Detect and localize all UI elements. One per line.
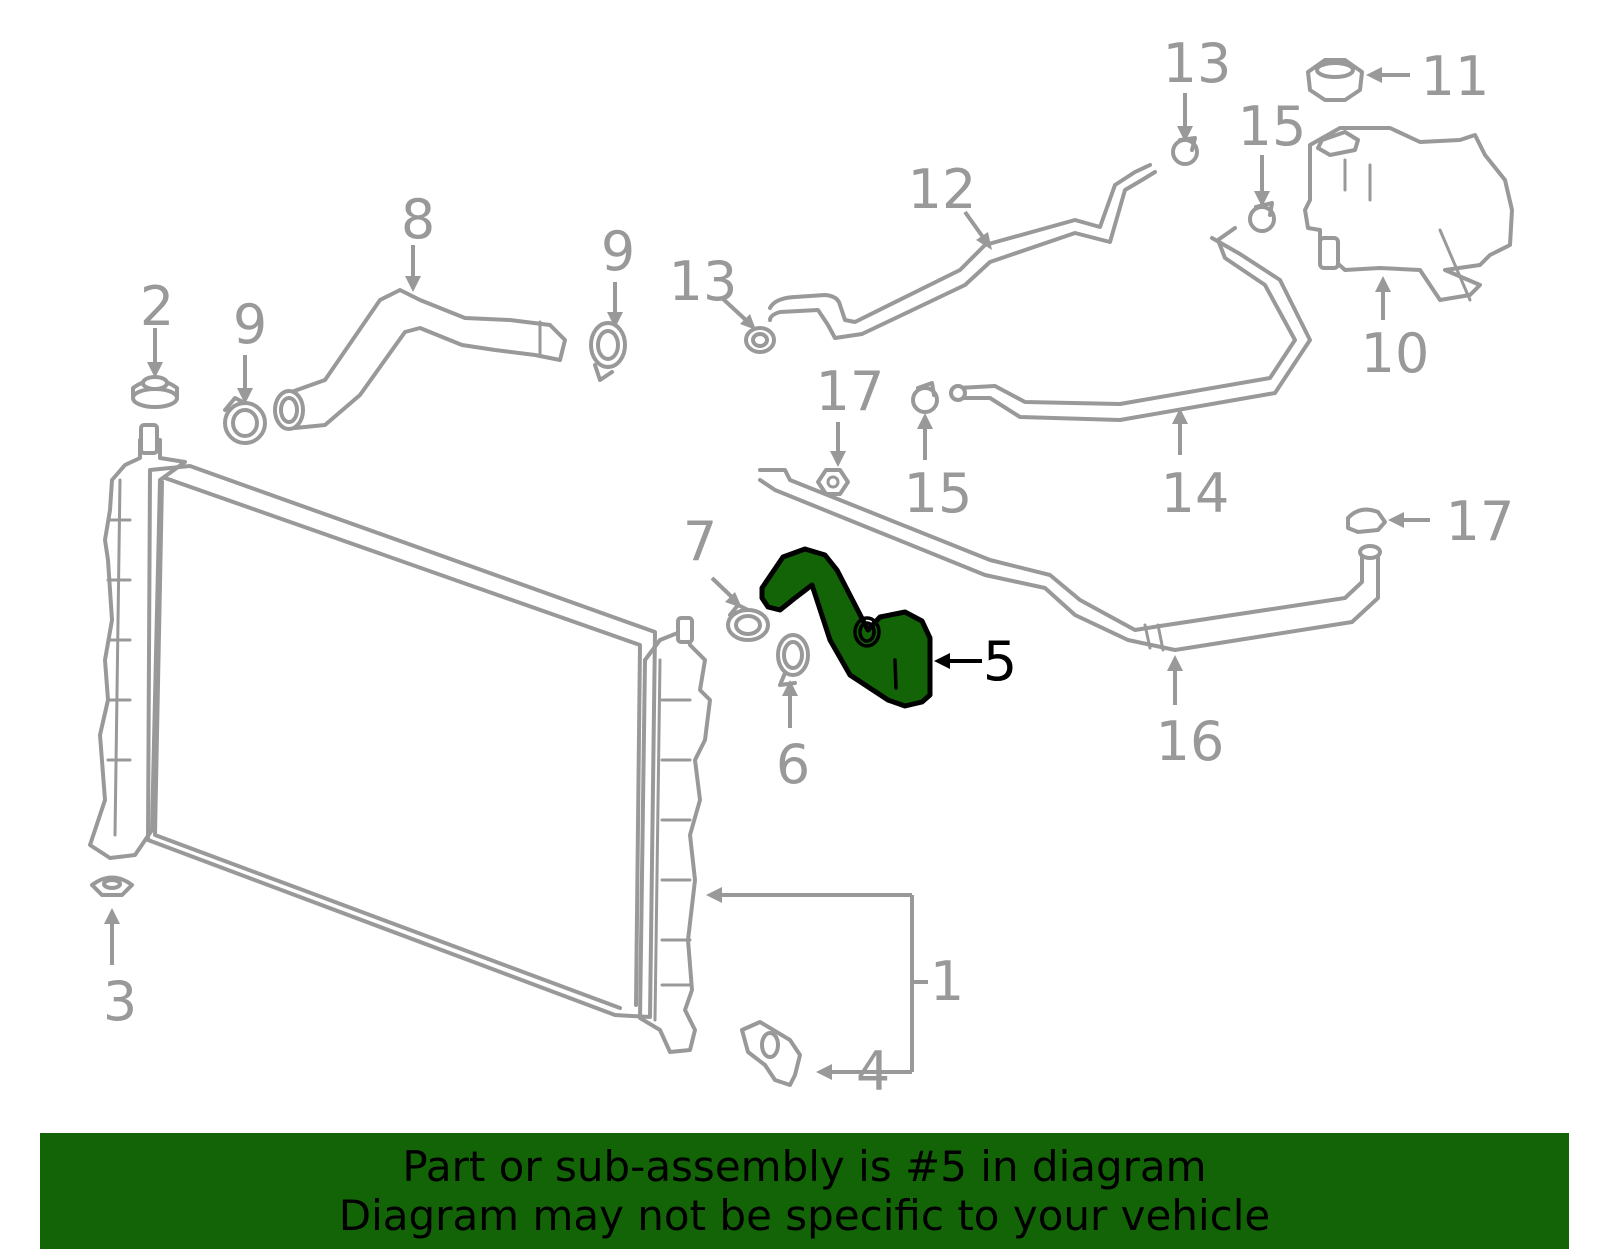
banner-part-notice: Part or sub-assembly is #5 in diagram [402, 1142, 1207, 1191]
leader-lines [104, 67, 1430, 1080]
callout-label-8[interactable]: 8 [401, 188, 435, 251]
cap-part-17-right[interactable] [1346, 507, 1387, 534]
radiator-part-1[interactable] [88, 423, 712, 1054]
callout-label-6[interactable]: 6 [776, 733, 810, 796]
callout-label-1[interactable]: 1 [930, 950, 964, 1013]
callout-label-12[interactable]: 12 [908, 158, 977, 221]
callout-label-3[interactable]: 3 [103, 970, 137, 1033]
callout-label-13-left[interactable]: 13 [669, 250, 738, 313]
callout-label-15-left[interactable]: 15 [904, 462, 973, 525]
info-banner: Part or sub-assembly is #5 in diagram Di… [40, 1133, 1569, 1249]
callout-label-5[interactable]: 5 [983, 630, 1017, 693]
drain-plug-part-4[interactable] [740, 1020, 802, 1087]
callout-label-10[interactable]: 10 [1361, 322, 1430, 385]
callout-label-17-left[interactable]: 17 [816, 360, 885, 423]
callout-label-9-right[interactable]: 9 [601, 220, 635, 283]
clamp-part-6[interactable] [776, 633, 810, 687]
callout-label-13-right[interactable]: 13 [1163, 32, 1232, 95]
callout-label-2[interactable]: 2 [140, 275, 174, 338]
banner-disclaimer: Diagram may not be specific to your vehi… [338, 1191, 1271, 1240]
clamp-part-9-right[interactable] [589, 321, 627, 382]
callout-label-14[interactable]: 14 [1161, 462, 1230, 525]
nut-part-17-left[interactable] [816, 468, 850, 496]
callout-label-7[interactable]: 7 [683, 510, 717, 573]
callout-label-17-right[interactable]: 17 [1446, 490, 1515, 553]
insulator-part-2[interactable] [131, 375, 179, 409]
clamp-part-13-left[interactable] [744, 326, 776, 354]
callout-label-9-left[interactable]: 9 [233, 293, 267, 356]
callout-labels: 1 2 3 4 5 6 7 8 9 9 10 11 12 13 13 14 15… [103, 32, 1515, 1103]
insulator-part-3[interactable] [90, 875, 134, 897]
clamp-part-7[interactable] [726, 603, 770, 642]
hose-part-16[interactable] [758, 468, 1382, 652]
clamp-part-9-left[interactable] [223, 396, 267, 445]
highlighted-hose-part-5[interactable] [759, 546, 933, 709]
reservoir-cap-part-11[interactable] [1306, 58, 1364, 102]
callout-label-15-right[interactable]: 15 [1238, 95, 1307, 158]
coolant-reservoir-part-10[interactable] [1303, 126, 1514, 302]
callout-label-11[interactable]: 11 [1421, 45, 1490, 108]
hose-part-14[interactable] [949, 226, 1312, 422]
callout-label-4[interactable]: 4 [856, 1040, 890, 1103]
clamp-part-15-left[interactable] [911, 381, 939, 414]
upper-hose-part-8[interactable] [273, 288, 567, 431]
clamp-part-15-right[interactable] [1248, 201, 1276, 233]
callout-label-16[interactable]: 16 [1156, 710, 1225, 773]
